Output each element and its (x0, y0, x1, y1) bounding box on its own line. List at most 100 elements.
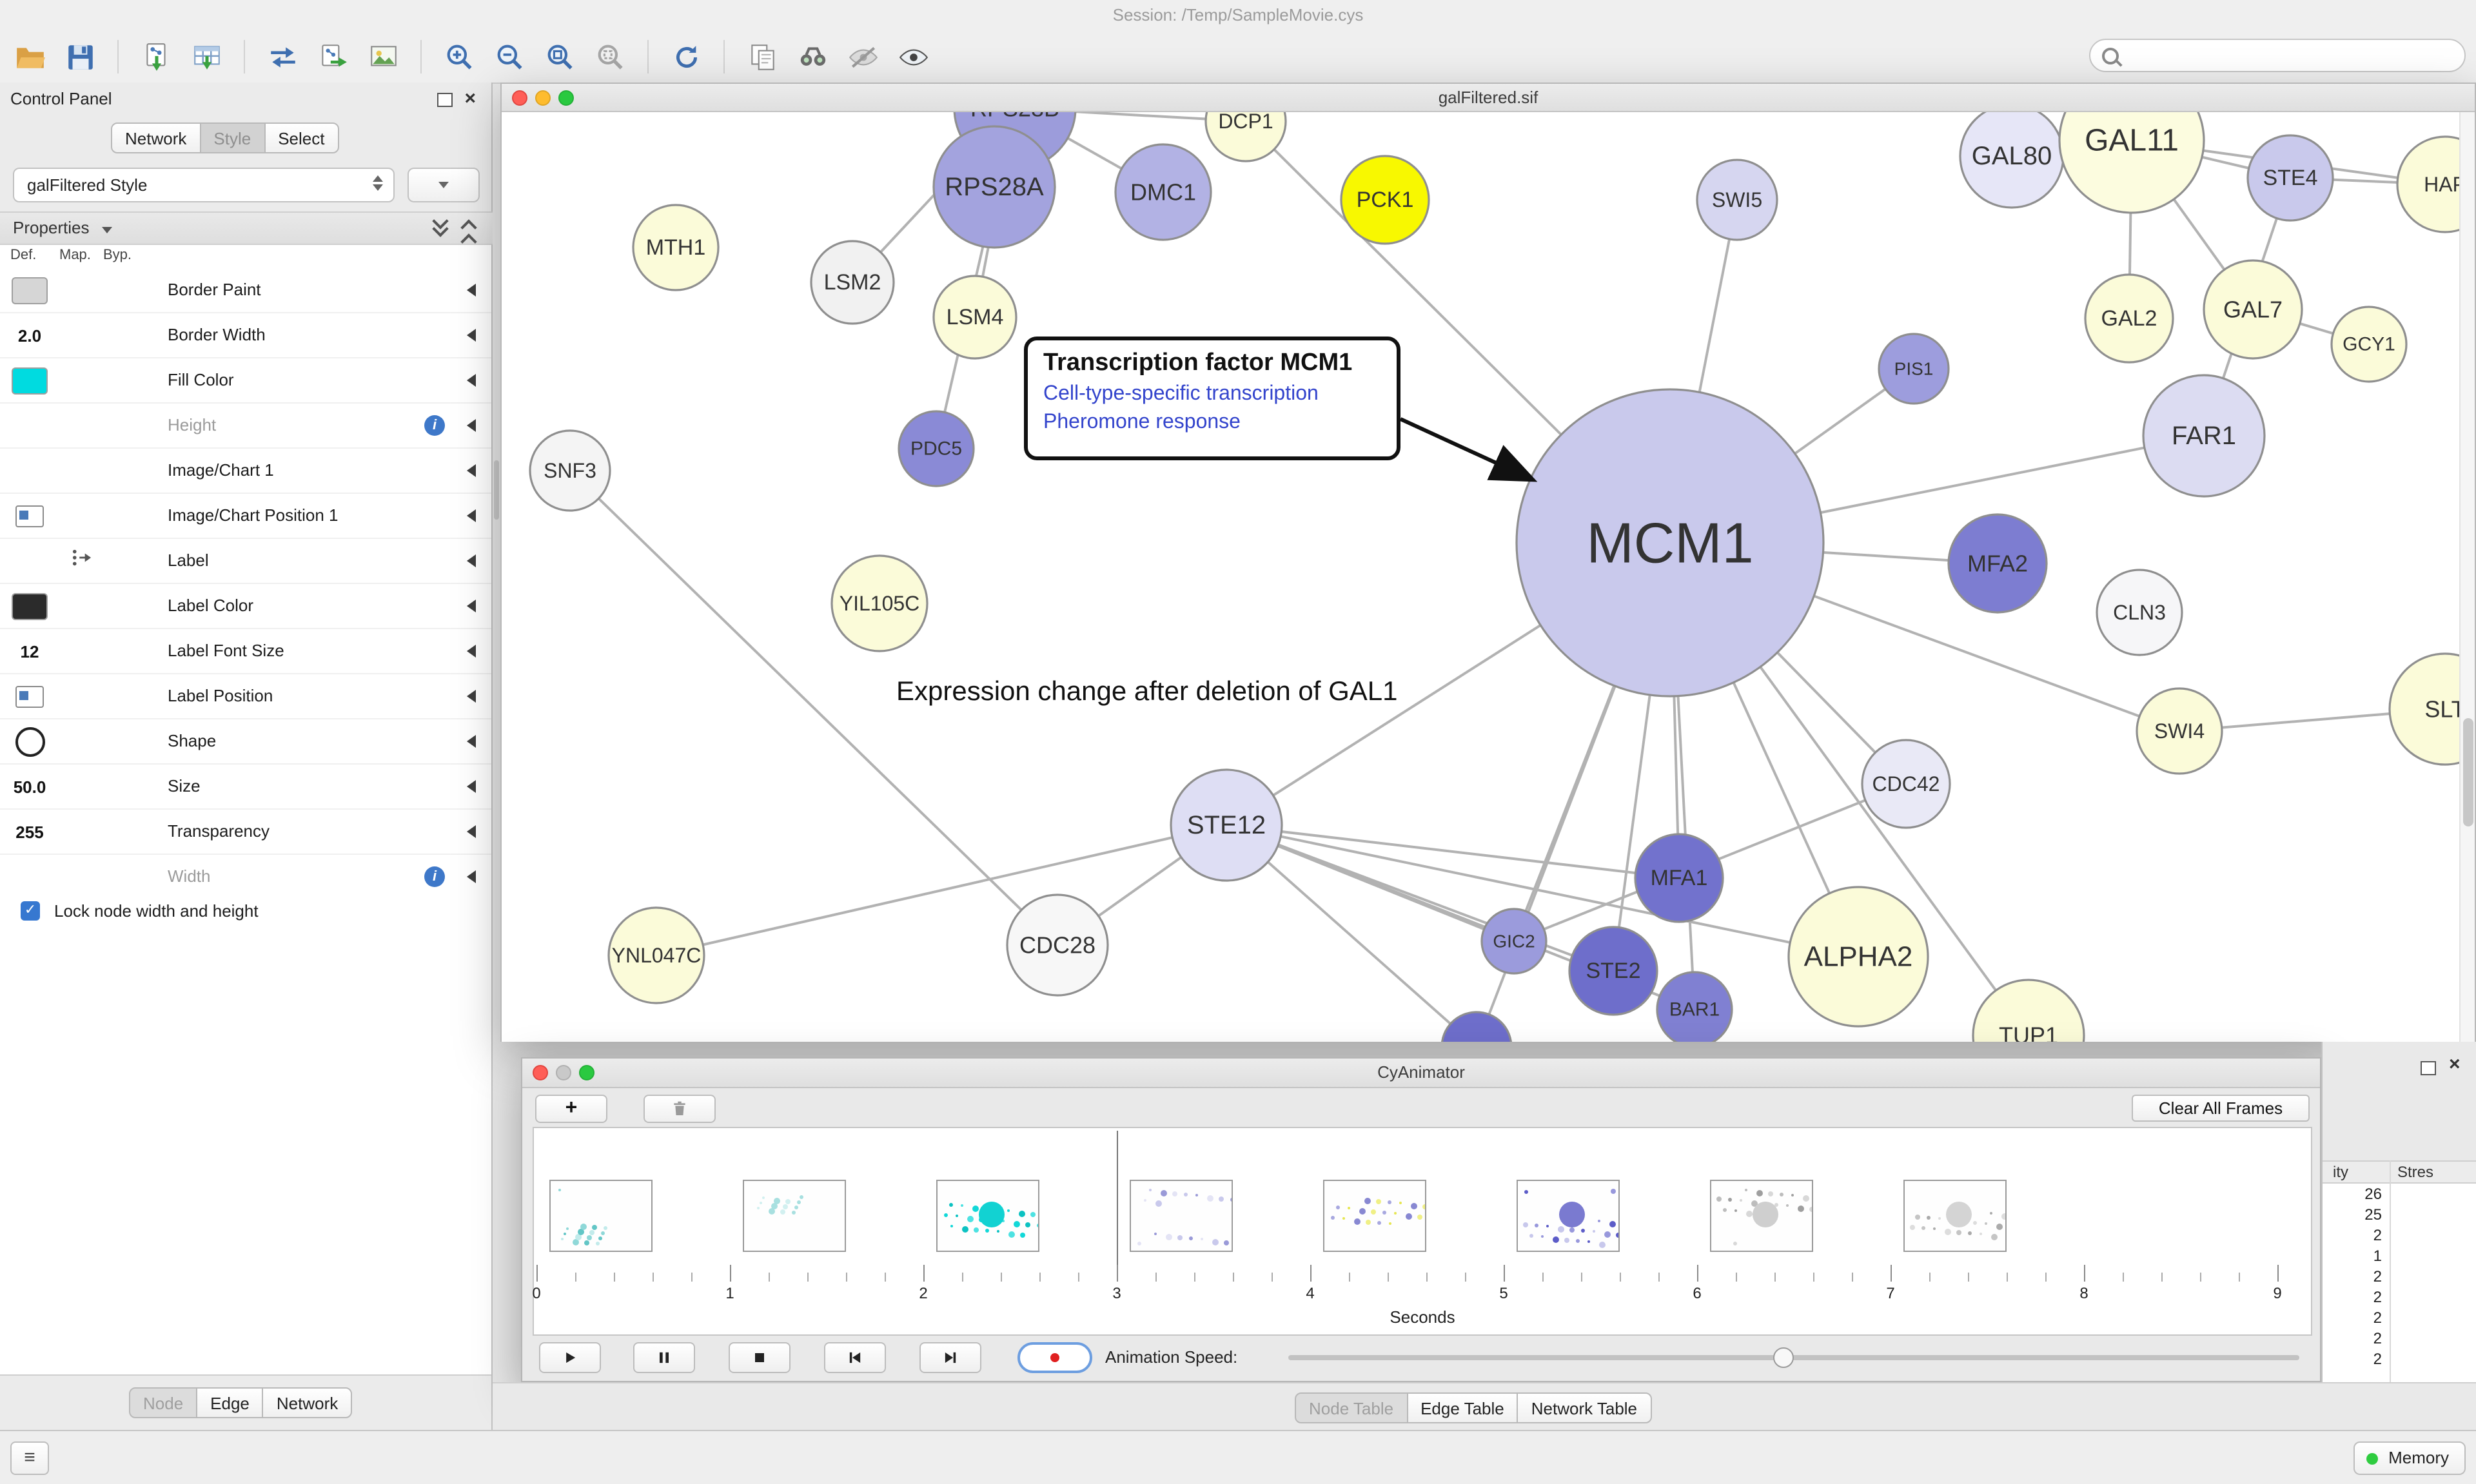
network-vertical-scrollbar[interactable] (2459, 112, 2475, 1042)
expand-row-icon[interactable] (467, 645, 476, 658)
default-value-cell[interactable]: 12 (5, 629, 54, 673)
default-value-cell[interactable]: 255 (5, 810, 54, 854)
open-session-button[interactable] (10, 37, 49, 76)
expand-row-icon[interactable] (467, 284, 476, 297)
network-node-STE4[interactable]: STE4 (2246, 134, 2334, 222)
properties-header[interactable]: Properties (0, 211, 493, 250)
column-header-ity[interactable]: ity (2333, 1163, 2348, 1181)
mapping-cell[interactable] (59, 629, 103, 673)
network-node-TUP1[interactable]: TUP1 (1972, 979, 2085, 1042)
mapping-cell[interactable] (59, 855, 103, 899)
network-node-GAL80[interactable]: GAL80 (1959, 112, 2065, 209)
table-row[interactable]: 2 (2323, 1328, 2476, 1349)
close-panel-icon[interactable]: × (2449, 1053, 2461, 1075)
network-node-GCY1[interactable]: GCY1 (2330, 306, 2408, 383)
mapping-cell[interactable] (59, 765, 103, 808)
network-node-SWI4[interactable]: SWI4 (2136, 687, 2223, 775)
network-edge-STE12-MFA1[interactable] (1226, 824, 1680, 879)
cyanimator-titlebar[interactable]: CyAnimator (522, 1059, 2320, 1088)
property-row-shape[interactable]: Shape (0, 719, 491, 765)
zoom-window-button[interactable] (558, 90, 574, 106)
property-row-image-chart-1[interactable]: Image/Chart 1 (0, 449, 491, 494)
close-window-button[interactable] (533, 1065, 548, 1080)
tab-style[interactable]: Style (199, 122, 266, 153)
network-node-STE12[interactable]: STE12 (1170, 768, 1283, 882)
network-node-YIL105C[interactable]: YIL105C (830, 554, 928, 652)
zoom-out-button[interactable] (490, 37, 529, 76)
network-caption[interactable]: Expression change after deletion of GAL1 (896, 677, 1398, 707)
network-window-titlebar[interactable]: galFiltered.sif (502, 84, 2475, 112)
default-value-cell[interactable] (5, 404, 54, 447)
tab-edge-table[interactable]: Edge Table (1406, 1392, 1518, 1423)
network-node-RPS28A[interactable]: RPS28A (932, 125, 1056, 249)
network-node-SNF3[interactable]: SNF3 (529, 429, 611, 512)
import-network-button[interactable] (137, 37, 175, 76)
mapping-cell[interactable] (59, 674, 103, 718)
column-header-stres[interactable]: Stres (2397, 1163, 2434, 1181)
network-node-ALPHA2[interactable]: ALPHA2 (1787, 886, 1929, 1028)
style-options-button[interactable] (408, 168, 480, 202)
network-node-GAL2[interactable]: GAL2 (2084, 273, 2174, 364)
property-row-fill-color[interactable]: Fill Color (0, 358, 491, 404)
frame-thumbnail-5[interactable] (1517, 1180, 1620, 1252)
attribute-tab-node[interactable]: Node (129, 1387, 198, 1418)
network-node-YNL047C[interactable]: YNL047C (607, 906, 705, 1004)
network-edge-STE12-ALPHA2[interactable] (1226, 824, 1859, 958)
style-selector-dropdown[interactable]: galFiltered Style (13, 168, 395, 202)
network-node-CDC42[interactable]: CDC42 (1861, 739, 1951, 829)
frame-thumbnail-3[interactable] (1130, 1180, 1233, 1252)
network-node-MTH1[interactable]: MTH1 (632, 204, 720, 291)
control-panel-scrollbar[interactable] (494, 460, 499, 520)
network-canvas[interactable]: RPS28BRPS28ADMC1DCP1PCK1SWI5GAL80GAL11ST… (502, 112, 2475, 1042)
mapping-cell[interactable] (59, 494, 103, 538)
import-table-button[interactable] (187, 37, 226, 76)
network-node-LSM4[interactable]: LSM4 (932, 275, 1017, 360)
default-value-cell[interactable] (5, 719, 54, 763)
mapping-cell[interactable] (59, 584, 103, 628)
mapping-cell[interactable] (59, 268, 103, 312)
expand-row-icon[interactable] (467, 870, 476, 883)
delete-frame-button[interactable] (644, 1095, 716, 1123)
float-window-icon[interactable] (2421, 1061, 2436, 1075)
first-neighbors-button[interactable] (793, 37, 832, 76)
frame-thumbnail-1[interactable] (743, 1180, 846, 1252)
default-value-cell[interactable]: 2.0 (5, 313, 54, 357)
skip-start-button[interactable] (824, 1342, 886, 1373)
expand-row-icon[interactable] (467, 419, 476, 432)
tab-node-table[interactable]: Node Table (1295, 1392, 1408, 1423)
export-network-button[interactable] (263, 37, 302, 76)
table-row[interactable]: 26 (2323, 1184, 2476, 1204)
frame-thumbnail-0[interactable] (549, 1180, 653, 1252)
pause-button[interactable] (633, 1342, 695, 1373)
attribute-tab-edge[interactable]: Edge (196, 1387, 264, 1418)
close-panel-icon[interactable]: × (464, 88, 476, 110)
search-input[interactable] (2089, 39, 2466, 72)
show-all-button[interactable] (894, 37, 932, 76)
mapping-cell[interactable] (59, 810, 103, 854)
zoom-window-button[interactable] (579, 1065, 594, 1080)
expand-row-icon[interactable] (467, 735, 476, 748)
network-node-GAL11[interactable]: GAL11 (2058, 112, 2205, 214)
expand-row-icon[interactable] (467, 464, 476, 477)
expand-row-icon[interactable] (467, 374, 476, 387)
annotation-link[interactable]: Pheromone response (1043, 411, 1241, 433)
export-network-file-button[interactable] (313, 37, 352, 76)
zoom-in-button[interactable] (440, 37, 478, 76)
network-node-HAP[interactable]: HAP (2396, 135, 2475, 233)
expand-row-icon[interactable] (467, 329, 476, 342)
default-value-cell[interactable] (5, 674, 54, 718)
export-image-button[interactable] (364, 37, 402, 76)
default-value-cell[interactable] (5, 268, 54, 312)
property-row-label[interactable]: Label (0, 539, 491, 584)
network-node-GIC2[interactable]: GIC2 (1480, 908, 1548, 975)
zoom-selected-button[interactable] (591, 37, 629, 76)
network-node-CDC28[interactable]: CDC28 (1006, 893, 1109, 997)
table-row[interactable]: 2 (2323, 1287, 2476, 1307)
default-value-cell[interactable]: 50.0 (5, 765, 54, 808)
network-node-PCK1[interactable]: PCK1 (1340, 155, 1430, 245)
table-row[interactable]: 2 (2323, 1225, 2476, 1245)
mapping-cell[interactable] (59, 358, 103, 402)
expand-all-icon[interactable] (460, 219, 477, 250)
